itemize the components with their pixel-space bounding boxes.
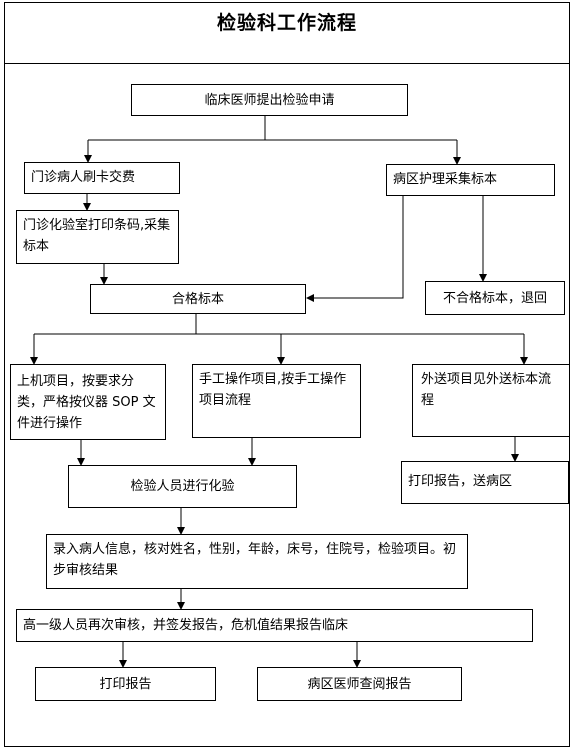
node-enter-info: 录入病人信息，核对姓名，性别，年龄，床号，住院号，检验项目。初步审核结果 [46,534,468,589]
node-print-report: 打印报告 [35,667,216,701]
node-manual-items: 手工操作项目,按手工操作项目流程 [192,364,361,438]
node-outpatient-card: 门诊病人刷卡交费 [24,162,180,194]
node-ward-doctor: 病区医师查阅报告 [257,667,462,701]
title-divider [4,63,570,64]
arrow-ward-to-qualified [306,196,404,302]
node-print-send: 打印报告，送病区 [401,461,569,504]
node-clinician-request: 临床医师提出检验申请 [131,84,408,116]
node-senior-review: 高一级人员再次审核，并签发报告，危机值结果报告临床 [16,609,533,642]
node-outpatient-print: 门诊化验室打印条码,采集标本 [16,210,179,264]
node-external-items: 外送项目见外送标本流程 [412,364,570,437]
node-unqualified: 不合格标本，退回 [425,281,565,315]
node-machine-items: 上机项目，按要求分类，严格按仪器 SOP 文件进行操作 [10,364,166,440]
node-qualified: 合格标本 [90,284,306,314]
node-ward-collect: 病区护理采集标本 [386,164,555,196]
node-lab-test: 检验人员进行化验 [68,465,297,508]
flowchart-title: 检验科工作流程 [216,12,357,34]
